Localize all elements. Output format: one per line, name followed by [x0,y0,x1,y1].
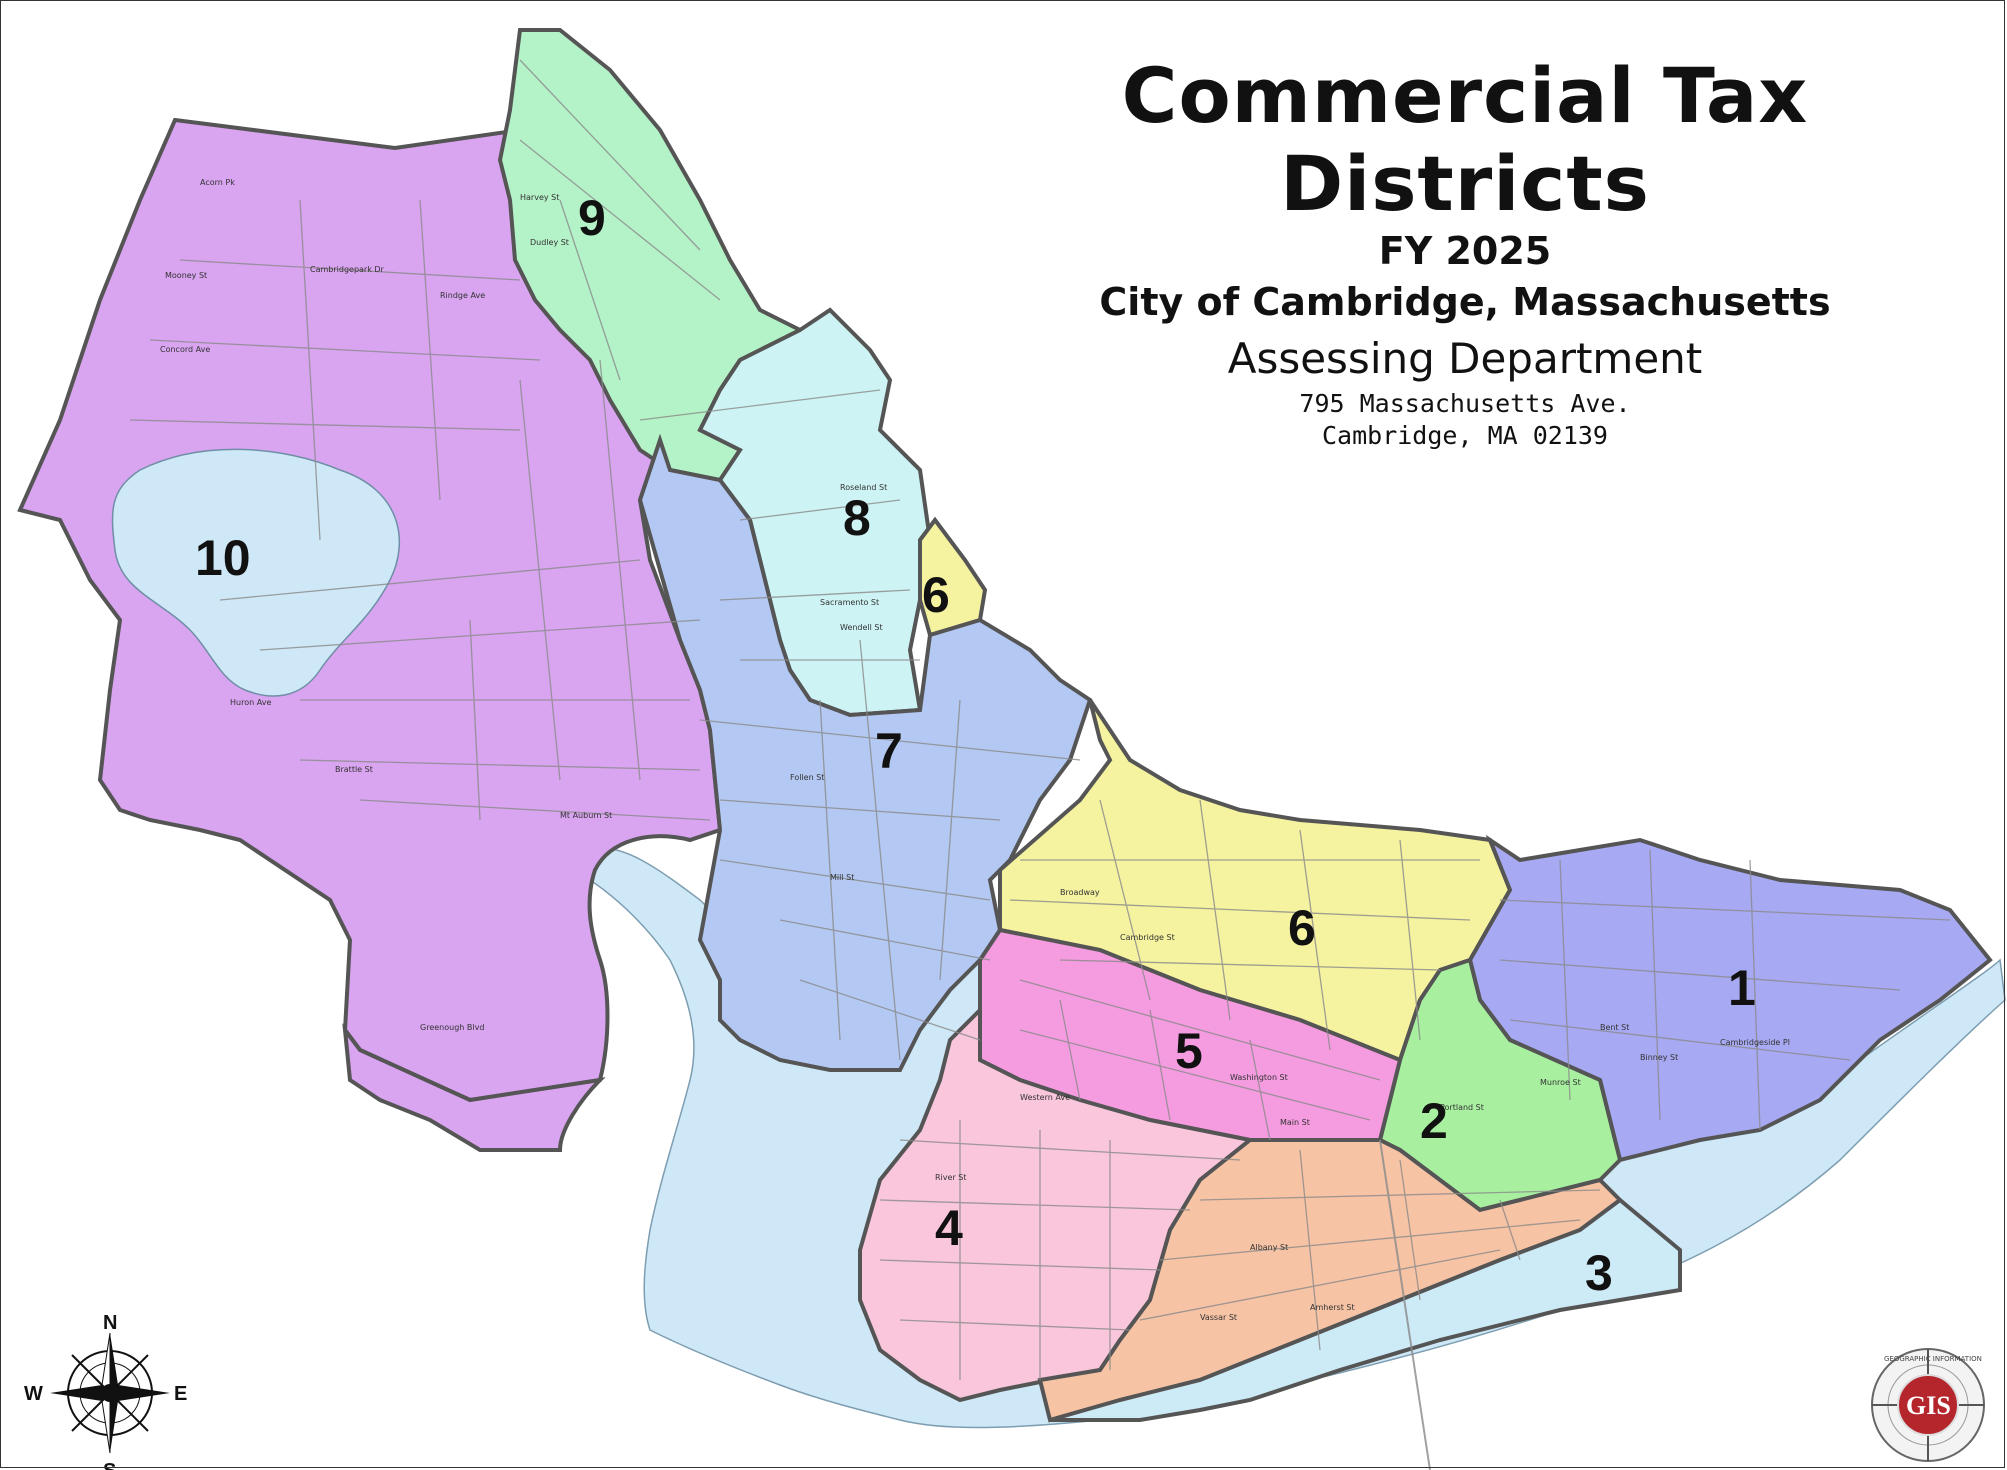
street-label: Albany St [1250,1243,1288,1252]
street-label: Vassar St [1200,1313,1237,1322]
district-3-east-area[interactable] [1049,1197,1682,1422]
street-label: Mt Auburn St [560,811,612,820]
street-grid [129,59,1951,1470]
street-label: Wendell St [840,623,883,632]
district-label-8: 8 [843,490,871,546]
street-label: Binney St [1640,1053,1678,1062]
gis-logo-icon: GIS GEOGRAPHIC INFORMATION [1871,1348,1985,1462]
street-label: River St [935,1173,966,1182]
street-label: Harvey St [520,193,559,202]
compass-east: E [174,1383,187,1405]
street-label: Huron Ave [230,698,271,707]
district-label-1: 1 [1728,960,1756,1016]
compass-west: W [24,1383,43,1405]
street-label: Acorn Pk [200,178,235,187]
street-label: Rindge Ave [440,291,485,300]
district-10-south[interactable] [342,1023,606,1152]
street-label: Cambridgeside Pl [1720,1038,1790,1047]
district-label-5: 5 [1175,1023,1203,1079]
street-label: Mooney St [165,271,207,280]
street-label: Western Ave [1020,1093,1070,1102]
gis-ring-top: GEOGRAPHIC INFORMATION [1884,1355,1982,1363]
district-7-area[interactable] [637,433,1093,1072]
district-label-6-main: 6 [1288,900,1316,956]
street-label: Broadway [1060,888,1100,897]
street-label: Concord Ave [160,345,210,354]
street-label: Roseland St [840,483,887,492]
street-label: Greenough Blvd [420,1023,484,1032]
district-label-4: 4 [935,1200,963,1256]
district-label-10: 10 [195,530,251,586]
street-labels: Acorn Pk Mooney St Concord Ave Cambridge… [160,178,1790,1322]
street-label: Main St [1280,1118,1310,1127]
street-label: Cambridge St [1120,933,1175,942]
department-name: Assessing Department [1227,334,1703,383]
district-label-3: 3 [1585,1245,1613,1301]
street-label: Cambridgepark Dr [310,265,385,274]
district-label-7: 7 [875,723,903,779]
map-title: Commercial Tax Districts [1121,51,1809,228]
fresh-pond [111,448,401,697]
district-label-6-north: 6 [922,567,950,623]
gis-logo-text: GIS [1906,1391,1951,1420]
address-line-1: 795 Massachusetts Ave. [1299,389,1631,418]
compass-rose-icon: N S E W [24,1312,187,1470]
city-name: City of Cambridge, Massachusetts [1099,280,1831,324]
title-block: Commercial Tax Districts FY 2025 City of… [990,52,1940,452]
compass-south: S [103,1460,116,1470]
district-6-north-area[interactable] [918,516,988,638]
compass-north: N [103,1312,117,1334]
fiscal-year: FY 2025 [1378,229,1552,273]
district-label-9: 9 [578,190,606,246]
street-label: Bent St [1600,1023,1629,1032]
street-label: Washington St [1230,1073,1288,1082]
address-line-2: Cambridge, MA 02139 [1322,421,1608,450]
street-label: Sacramento St [820,598,879,607]
street-label: Dudley St [530,238,569,247]
street-label: Brattle St [335,765,373,774]
district-label-2: 2 [1420,1093,1448,1149]
street-label: Amherst St [1310,1303,1355,1312]
street-label: Munroe St [1540,1078,1581,1087]
street-label: Mill St [830,873,854,882]
street-label: Follen St [790,773,824,782]
street-label: Portland St [1440,1103,1484,1112]
